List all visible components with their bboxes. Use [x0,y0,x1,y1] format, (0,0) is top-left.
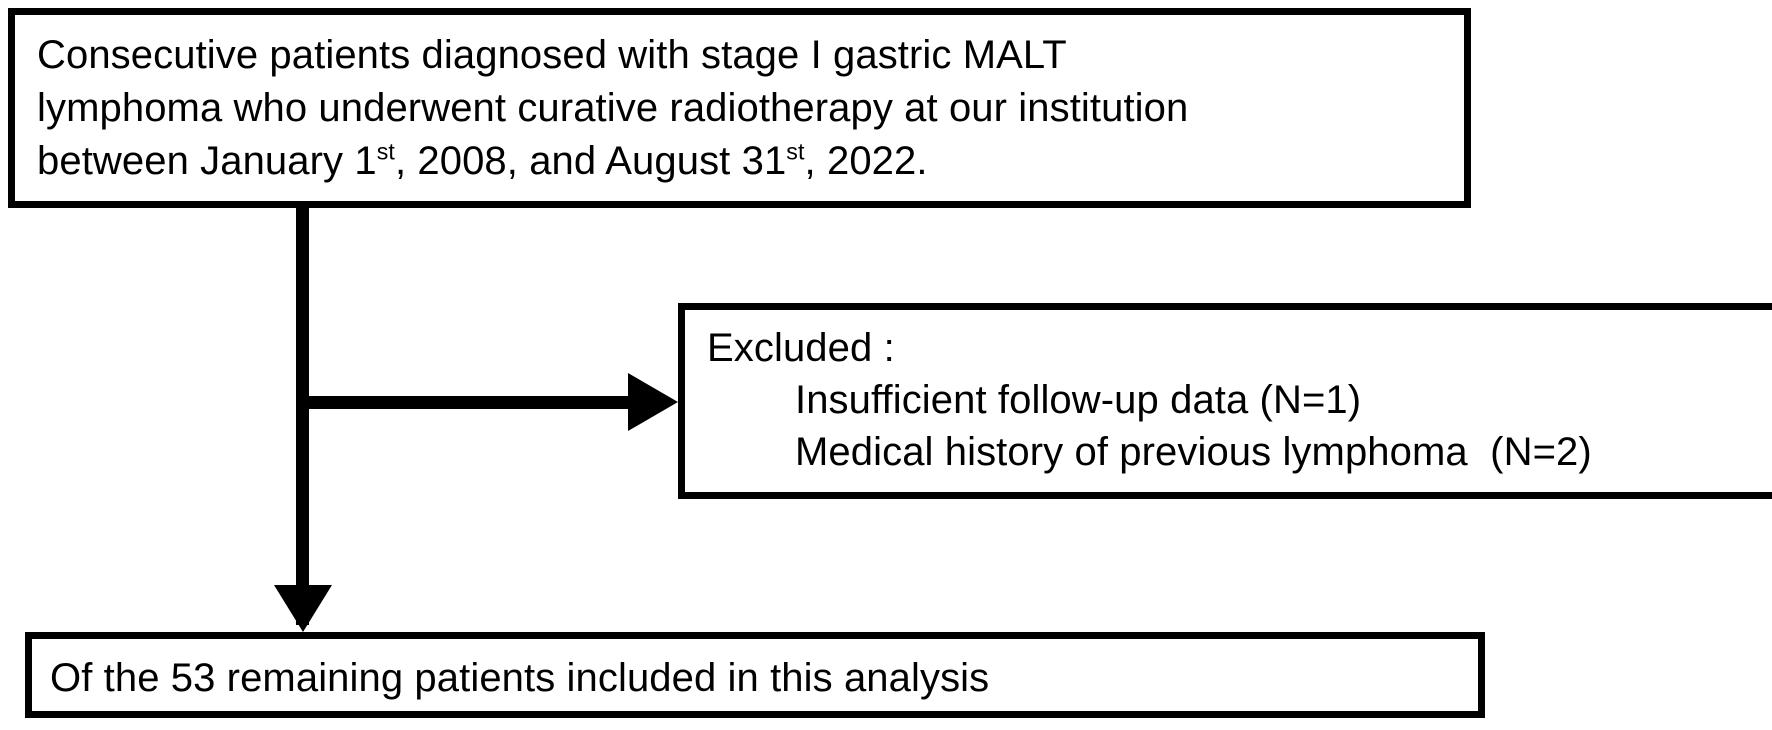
enrollment-line-2: lymphoma who underwent curative radiothe… [37,86,1189,130]
vertical-connector-line [296,207,309,625]
horizontal-connector-line [302,396,642,409]
excluded-heading: Excluded : [707,326,895,370]
enrollment-box: Consecutive patients diagnosed with stag… [8,8,1471,208]
enrollment-date-prefix: between January 1 [37,139,377,183]
included-text: Of the 53 remaining patients included in… [50,656,990,700]
enrollment-line-3: between January 1st, 2008, and August 31… [37,135,1464,188]
enrollment-line-1: Consecutive patients diagnosed with stag… [37,33,1067,77]
included-box: Of the 53 remaining patients included in… [25,632,1485,718]
enrollment-date-suffix: , 2022. [804,139,928,183]
ordinal-suffix-first: st [376,138,395,165]
excluded-item-previous-lymphoma: Medical history of previous lymphoma (N=… [795,430,1592,474]
excluded-box: Excluded : Insufficient follow-up data (… [678,303,1772,499]
arrow-down-icon [274,585,332,632]
enrollment-date-middle: , 2008, and August 31 [394,139,787,183]
ordinal-suffix-second: st [786,138,805,165]
arrow-right-icon [628,373,678,431]
excluded-item-insufficient-follow-up: Insufficient follow-up data (N=1) [795,378,1362,422]
